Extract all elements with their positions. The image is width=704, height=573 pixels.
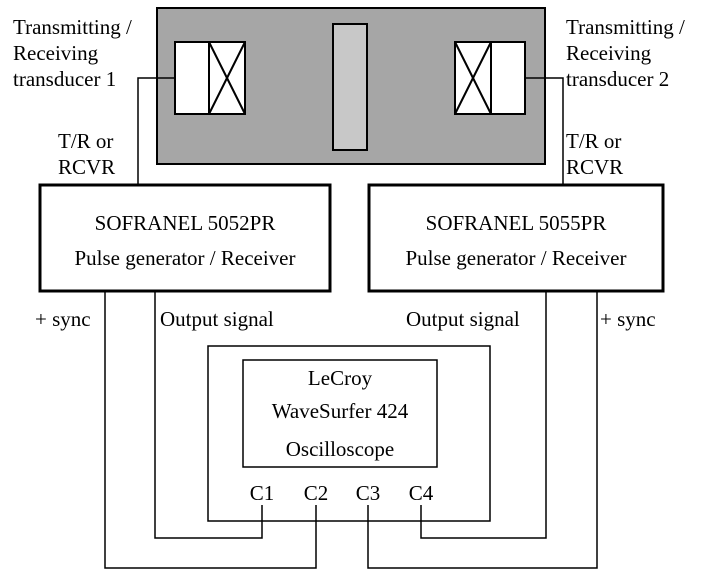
transducer-1-label-line3: transducer 1 — [13, 67, 116, 91]
sample-plate — [332, 23, 368, 151]
transducer-2-label-line1: Transmitting / — [566, 15, 685, 39]
left-mode-line2: RCVR — [58, 155, 115, 179]
transducer-2-label-line3: transducer 2 — [566, 67, 669, 91]
cable-transducer-2 — [525, 77, 564, 185]
channel-c2-label: C2 — [304, 481, 329, 505]
sync-left-label: + sync — [35, 307, 91, 331]
oscilloscope-brand: LeCroy — [308, 366, 373, 390]
wire-output-right-c4 — [420, 291, 547, 539]
sync-right-label: + sync — [600, 307, 656, 331]
pulser-right-model: SOFRANEL 5055PR — [426, 211, 607, 235]
oscilloscope-screen — [242, 359, 438, 468]
output-right-label: Output signal — [406, 307, 520, 331]
transducer-1-label-line1: Transmitting / — [13, 15, 132, 39]
oscilloscope-model: WaveSurfer 424 — [272, 399, 409, 423]
channel-c1-label: C1 — [250, 481, 275, 505]
right-mode-line1: T/R or — [566, 129, 621, 153]
transducer-2 — [454, 41, 526, 115]
right-mode-line2: RCVR — [566, 155, 623, 179]
left-mode-line1: T/R or — [58, 129, 113, 153]
pulser-right-box — [367, 183, 665, 293]
wire-sync-right-c3 — [367, 291, 598, 569]
transducer-2-label-line2: Receiving — [566, 41, 652, 65]
transducer-1-label-line2: Receiving — [13, 41, 99, 65]
oscilloscope-type: Oscilloscope — [286, 437, 394, 461]
wire-output-left-c1 — [154, 291, 263, 539]
pulser-left-box — [38, 183, 332, 293]
pulser-left-description: Pulse generator / Receiver — [75, 246, 296, 270]
cable-transducer-1 — [137, 77, 175, 185]
channel-c4-label: C4 — [409, 481, 434, 505]
output-left-label: Output signal — [160, 307, 274, 331]
transducer-1 — [174, 41, 246, 115]
channel-c3-label: C3 — [356, 481, 381, 505]
wire-sync-left-c2 — [104, 291, 317, 569]
pulser-right-description: Pulse generator / Receiver — [406, 246, 627, 270]
pulser-left-model: SOFRANEL 5052PR — [95, 211, 276, 235]
